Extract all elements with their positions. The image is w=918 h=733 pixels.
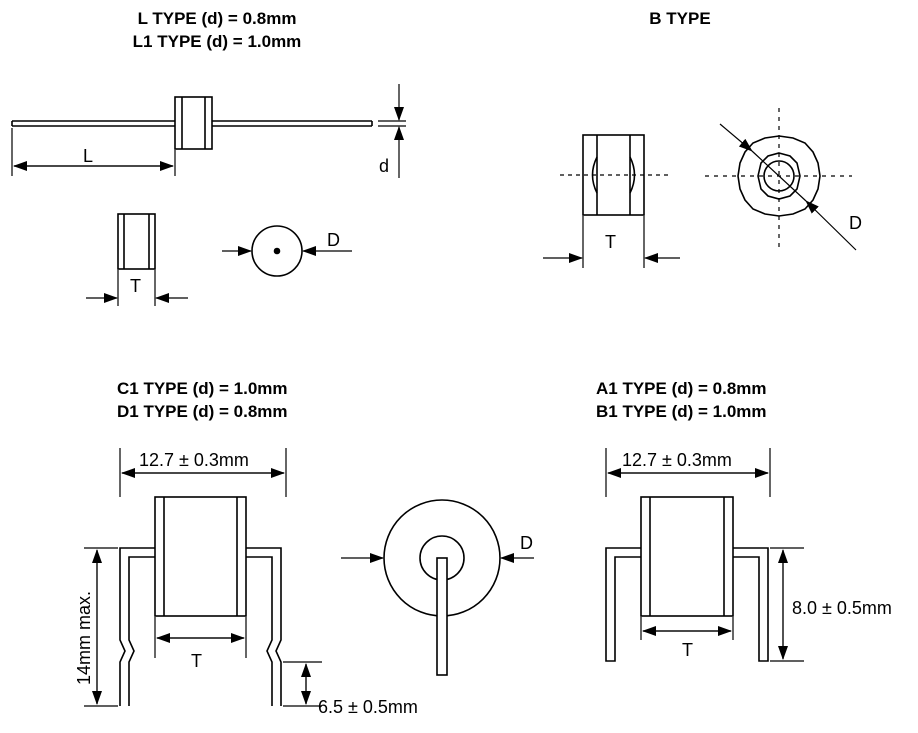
b-type-thickness-label: T — [605, 232, 616, 252]
lead-length-label: L — [83, 146, 94, 166]
b-type-end-view — [705, 108, 857, 251]
l-type-end-view — [222, 225, 352, 277]
c1-type-side-view — [84, 448, 322, 707]
c1-thickness-label: T — [191, 651, 202, 671]
l-type-heading-1: L TYPE (d) = 0.8mm — [137, 9, 297, 28]
c1-lead-height-label: 6.5 ± 0.5mm — [318, 697, 418, 717]
a1-body-height-label: 8.0 ± 0.5mm — [792, 598, 892, 618]
l-type-axial-component — [11, 84, 406, 178]
l-type-thickness-label: T — [130, 276, 141, 296]
l-type-side-view — [86, 213, 188, 306]
b-type-diameter-label: D — [849, 213, 862, 233]
a1-width-label: 12.7 ± 0.3mm — [622, 450, 732, 470]
a1-thickness-label: T — [682, 640, 693, 660]
a1-type-side-view — [605, 448, 804, 662]
c1-type-heading-2: D1 TYPE (d) = 0.8mm — [117, 402, 288, 421]
a1-type-heading-2: B1 TYPE (d) = 1.0mm — [596, 402, 767, 421]
b-type-heading: B TYPE — [649, 9, 711, 28]
a1-type-heading-1: A1 TYPE (d) = 0.8mm — [596, 379, 767, 398]
b-type-side-view — [543, 134, 680, 268]
l-type-diameter-label: D — [327, 230, 340, 250]
c1-max-height-label: 14mm max. — [74, 590, 94, 686]
c1-type-heading-1: C1 TYPE (d) = 1.0mm — [117, 379, 288, 398]
lead-diameter-label: d — [379, 156, 390, 176]
c1-width-label: 12.7 ± 0.3mm — [139, 450, 249, 470]
c1-type-end-view — [341, 499, 534, 676]
c1-diameter-label: D — [520, 533, 533, 553]
l-type-heading-2: L1 TYPE (d) = 1.0mm — [132, 32, 302, 51]
